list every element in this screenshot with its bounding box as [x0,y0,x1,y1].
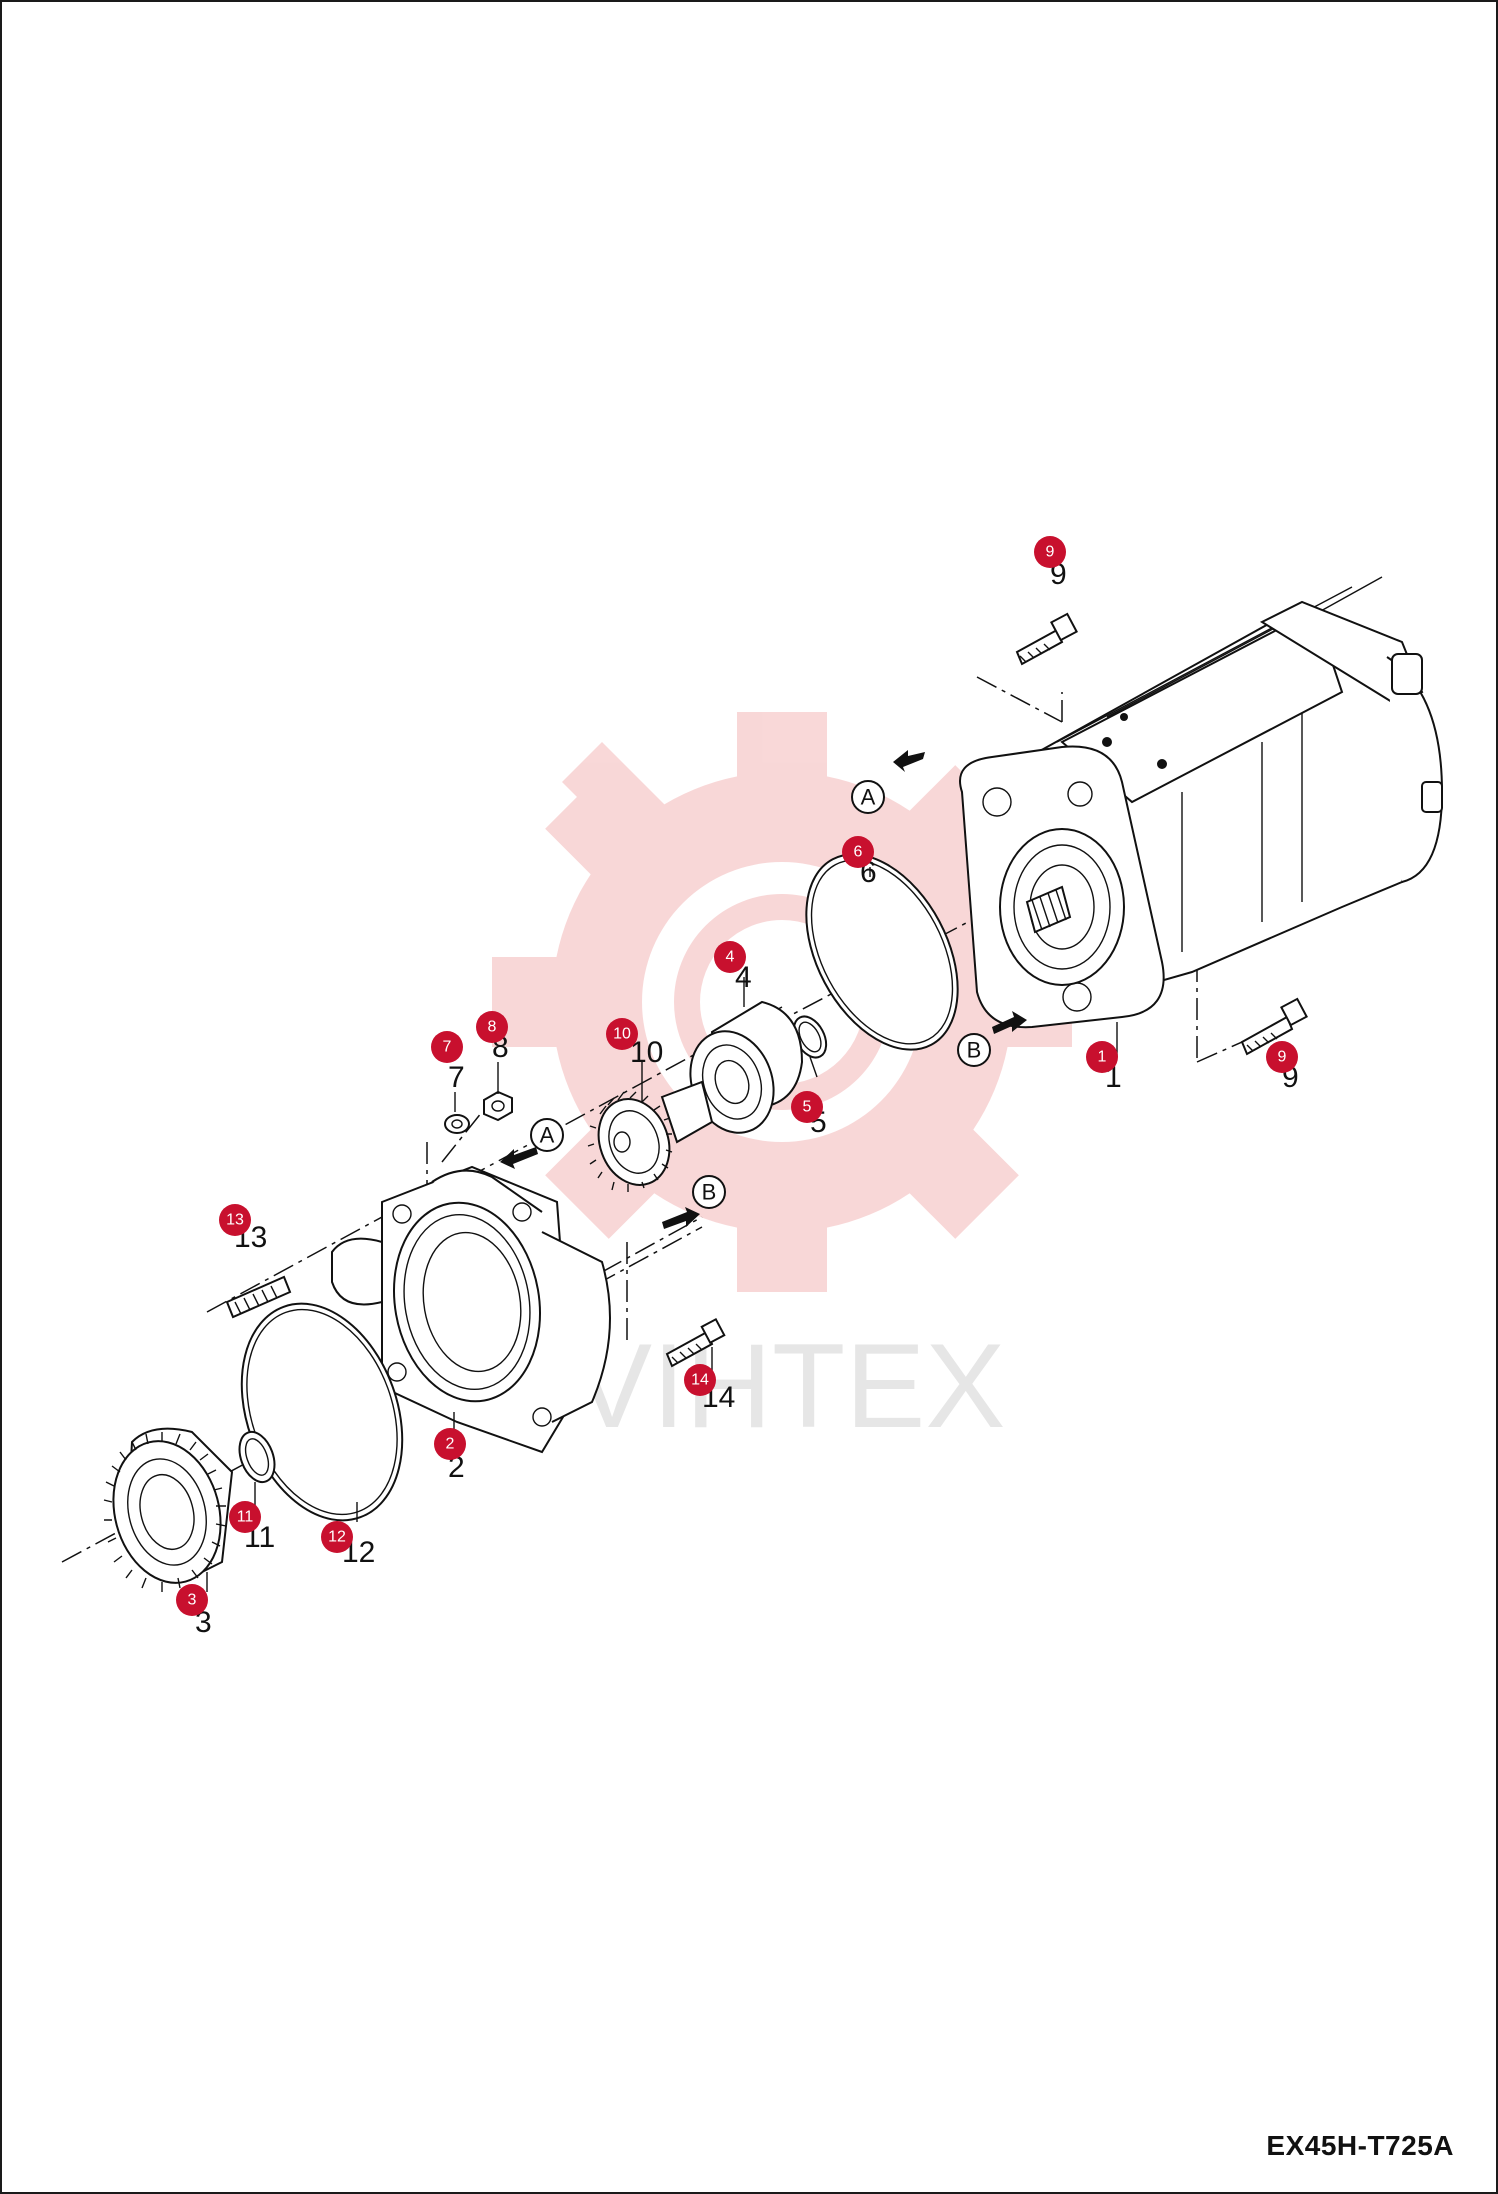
reference-arrow-b-lower: B [662,1175,726,1229]
callout-label-7: 7 [448,1061,465,1094]
callout-badge-2 [434,1428,466,1460]
callout-badge-9-lower [1266,1041,1298,1073]
callout-11: 11 11 [229,1501,275,1554]
callout-badge-12 [321,1521,353,1553]
callout-9-upper: 9 9 [1034,536,1067,591]
watermark-gear-tooth [891,1111,1019,1239]
callout-badge-3 [176,1584,208,1616]
reference-arrow-a-upper: A [851,750,925,814]
callout-badge-text-8: 8 [488,1019,497,1036]
callout-3: 3 3 [176,1584,212,1639]
callout-badge-text-7: 7 [443,1039,452,1056]
callout-badge-text-14: 14 [691,1372,709,1389]
callout-10: 10 10 [606,1018,663,1069]
part-11-snap-ring [238,1430,276,1484]
callout-badge-text-12: 12 [328,1529,346,1546]
drawing-code: EX45H-T725A [1266,2130,1454,2161]
callout-badge-4 [714,941,746,973]
callout-badge-text-4: 4 [726,949,735,966]
callout-badge-text-6: 6 [854,844,863,861]
callout-4: 4 4 [714,941,752,994]
callout-badge-text-11: 11 [237,1509,254,1526]
callout-badge-text-10: 10 [613,1026,631,1043]
callout-badge-6 [842,836,874,868]
watermark-gear-tooth [492,957,582,1047]
callout-badge-text-9-upper: 9 [1046,544,1055,561]
part-6-o-ring [805,853,959,1051]
part-14-bolt [665,1317,726,1368]
part-9-bolt-lower [1240,997,1308,1056]
callout-badge-text-13: 13 [226,1212,244,1229]
callout-6: 6 6 [842,836,877,889]
callout-badge-10 [606,1018,638,1050]
callout-badge-11 [229,1501,261,1533]
part-6-o-ring-inner [810,859,954,1045]
leader-lines [206,867,1118,1592]
part-9-bolt-upper [1015,612,1078,666]
callout-badge-text-5: 5 [803,1099,812,1116]
part-1-pump-body [959,576,1444,1029]
callout-badge-1 [1086,1041,1118,1073]
callout-badge-text-1: 1 [1098,1049,1107,1066]
watermark-text: VIHTEX [572,1319,1005,1453]
watermark-gear-tooth [737,712,827,802]
reference-arrow-a-lower: A [500,1118,564,1169]
callout-badge-text-3: 3 [188,1592,197,1609]
part-7-washer [444,1114,470,1134]
ref-label-b-upper: B [967,1038,982,1063]
part-2-adapter-housing [331,1165,611,1454]
ref-label-a-lower: A [540,1123,555,1148]
ref-label-b-lower: B [702,1180,717,1205]
callout-9-lower: 9 9 [1266,1041,1299,1094]
ref-label-a-upper: A [861,785,876,810]
part-10-pinion-gear [587,1080,714,1192]
part-3-drive-gear [103,1427,234,1592]
callout-badge-13 [219,1204,251,1236]
callout-badge-text-9-lower: 9 [1278,1049,1287,1066]
callout-7: 7 7 [431,1031,465,1094]
callout-badge-text-2: 2 [446,1436,455,1453]
part-4-bearing [689,1000,804,1134]
callout-badge-14 [684,1364,716,1396]
callout-badge-8 [476,1011,508,1043]
callout-5: 5 5 [791,1091,827,1139]
callout-badge-9-upper [1034,536,1066,568]
part-8-nut [483,1090,513,1122]
callout-8: 8 8 [476,1011,509,1064]
callout-12: 12 12 [321,1521,375,1569]
callout-13: 13 13 [219,1204,267,1254]
callout-badge-7 [431,1031,463,1063]
callout-2: 2 2 [434,1428,466,1484]
callout-1: 1 1 [1086,1041,1122,1094]
callout-badge-5 [791,1091,823,1123]
part-13-stud [225,1275,292,1319]
watermark-gear-tooth [737,1202,827,1292]
reference-arrow-b-upper: B [957,1011,1027,1067]
callout-14: 14 14 [684,1364,735,1414]
